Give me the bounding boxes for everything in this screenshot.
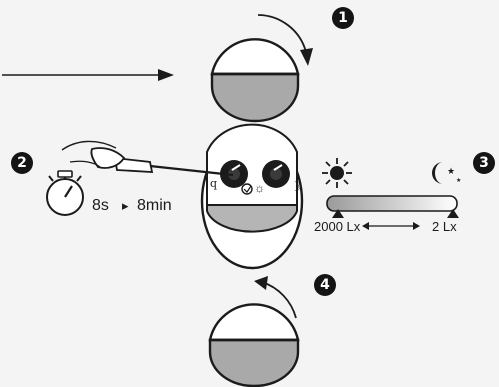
lux-high-label: 2000 Lx (314, 219, 361, 234)
lux-low-label: 2 Lx (432, 219, 457, 234)
detector-head-bottom (208, 303, 300, 387)
step-badge-1: 1 (332, 7, 354, 29)
lux-gradient-bar (326, 195, 459, 218)
lux-range-arrow (362, 222, 420, 230)
moon-stars-icon: ★ ★ (432, 162, 461, 184)
stopwatch-icon (46, 170, 84, 216)
rotate-counterclockwise-arrow-icon (254, 276, 297, 319)
screwdriver-hand-icon (61, 140, 234, 177)
timer-min-label: 8s (92, 197, 109, 214)
timer-max-label: 8min (137, 197, 172, 214)
step-badge-3: 3 (473, 152, 495, 174)
step-badge-4: 4 (314, 274, 336, 296)
rotate-clockwise-arrow-icon (257, 14, 313, 66)
slide-in-arrow-icon (2, 69, 174, 81)
knob-sun-symbol: ☼ (254, 181, 265, 195)
knob-timer-symbol: q (210, 177, 218, 190)
housing-body (200, 123, 304, 270)
svg-text:★: ★ (456, 177, 461, 184)
svg-text:★: ★ (447, 167, 455, 177)
sun-icon (322, 158, 352, 188)
timer-range-arrow: ▸ (122, 198, 129, 213)
knob-moon-symbol: ☽ (290, 180, 302, 195)
step-badge-2: 2 (11, 152, 33, 174)
detector-head-top (210, 38, 300, 123)
